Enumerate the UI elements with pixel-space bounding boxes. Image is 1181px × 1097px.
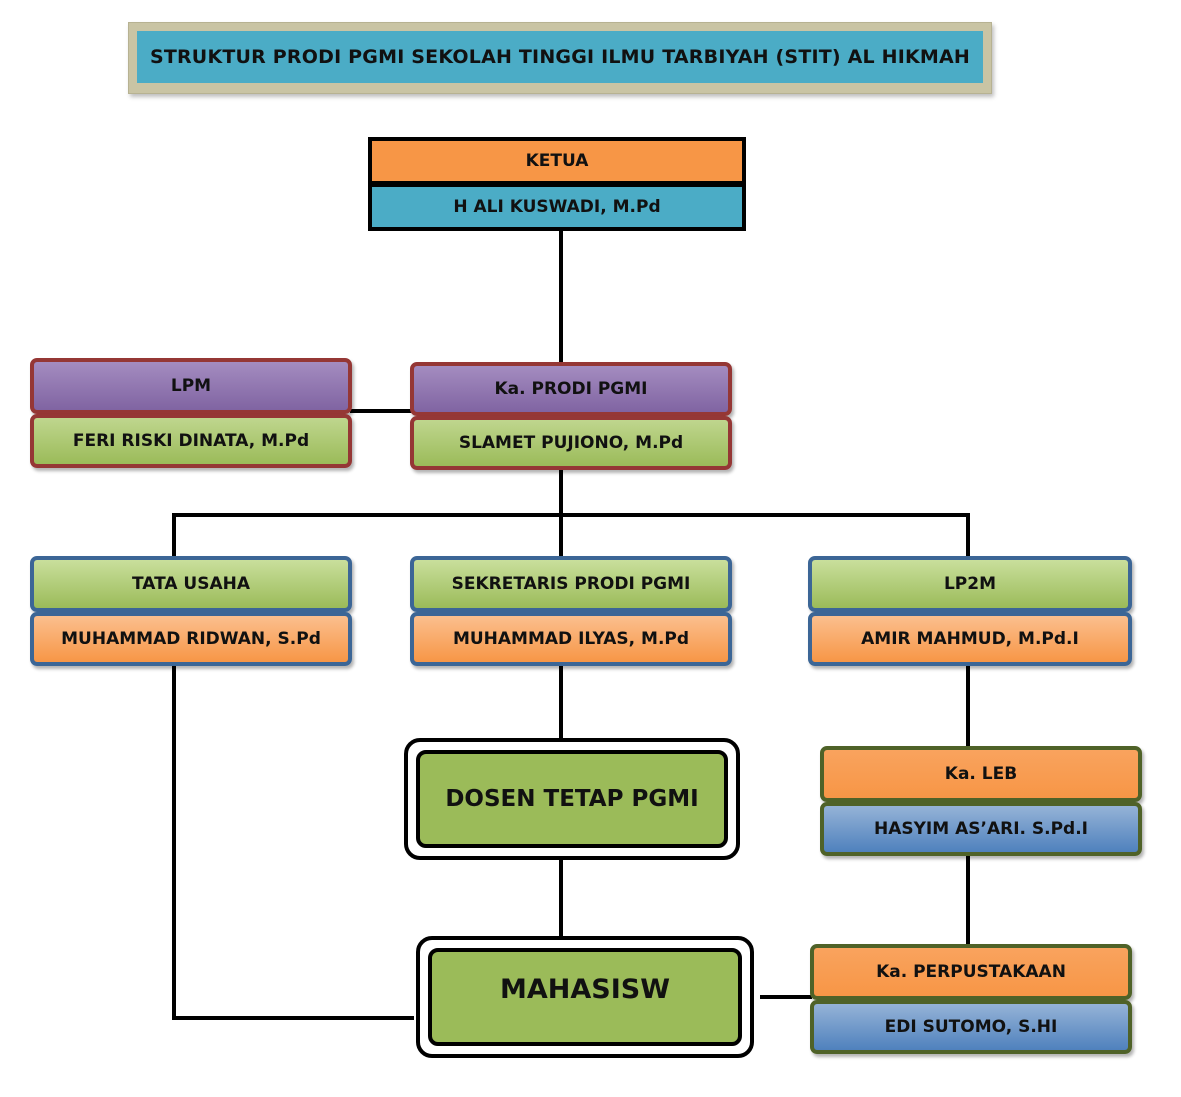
sekretaris-name: MUHAMMAD ILYAS, M.Pd	[410, 612, 732, 666]
kaprodi-name: SLAMET PUJIONO, M.Pd	[410, 416, 732, 470]
lpm-name: FERI RISKI DINATA, M.Pd	[30, 414, 352, 468]
page-title: STRUKTUR PRODI PGMI SEKOLAH TINGGI ILMU …	[137, 31, 983, 83]
line-branch-horizontal	[172, 513, 970, 556]
kaprodi-role: Ka. PRODI PGMI	[410, 362, 732, 416]
leb-role: Ka. LEB	[820, 746, 1142, 802]
tatausaha-role: TATA USAHA	[30, 556, 352, 612]
perpustakaan-name: EDI SUTOMO, S.HI	[810, 1000, 1132, 1054]
mahasiswa-box: MAHASISW	[416, 936, 754, 1058]
tatausaha-name: MUHAMMAD RIDWAN, S.Pd	[30, 612, 352, 666]
ketua-name: H ALI KUSWADI, M.Pd	[368, 183, 746, 231]
dosen-label: DOSEN TETAP PGMI	[416, 750, 728, 848]
leb-name: HASYIM AS’ARI. S.Pd.I	[820, 802, 1142, 856]
lp2m-name: AMIR MAHMUD, M.Pd.I	[808, 612, 1132, 666]
mahasiswa-label: MAHASISW	[428, 948, 742, 1046]
ketua-role: KETUA	[368, 137, 746, 185]
title-banner: STRUKTUR PRODI PGMI SEKOLAH TINGGI ILMU …	[128, 22, 992, 94]
line-tatausaha-mahasiswa	[172, 666, 414, 1020]
lpm-role: LPM	[30, 358, 352, 414]
lp2m-role: LP2M	[808, 556, 1132, 612]
sekretaris-role: SEKRETARIS PRODI PGMI	[410, 556, 732, 612]
perpustakaan-role: Ka. PERPUSTAKAAN	[810, 944, 1132, 1000]
dosen-box: DOSEN TETAP PGMI	[404, 738, 740, 860]
